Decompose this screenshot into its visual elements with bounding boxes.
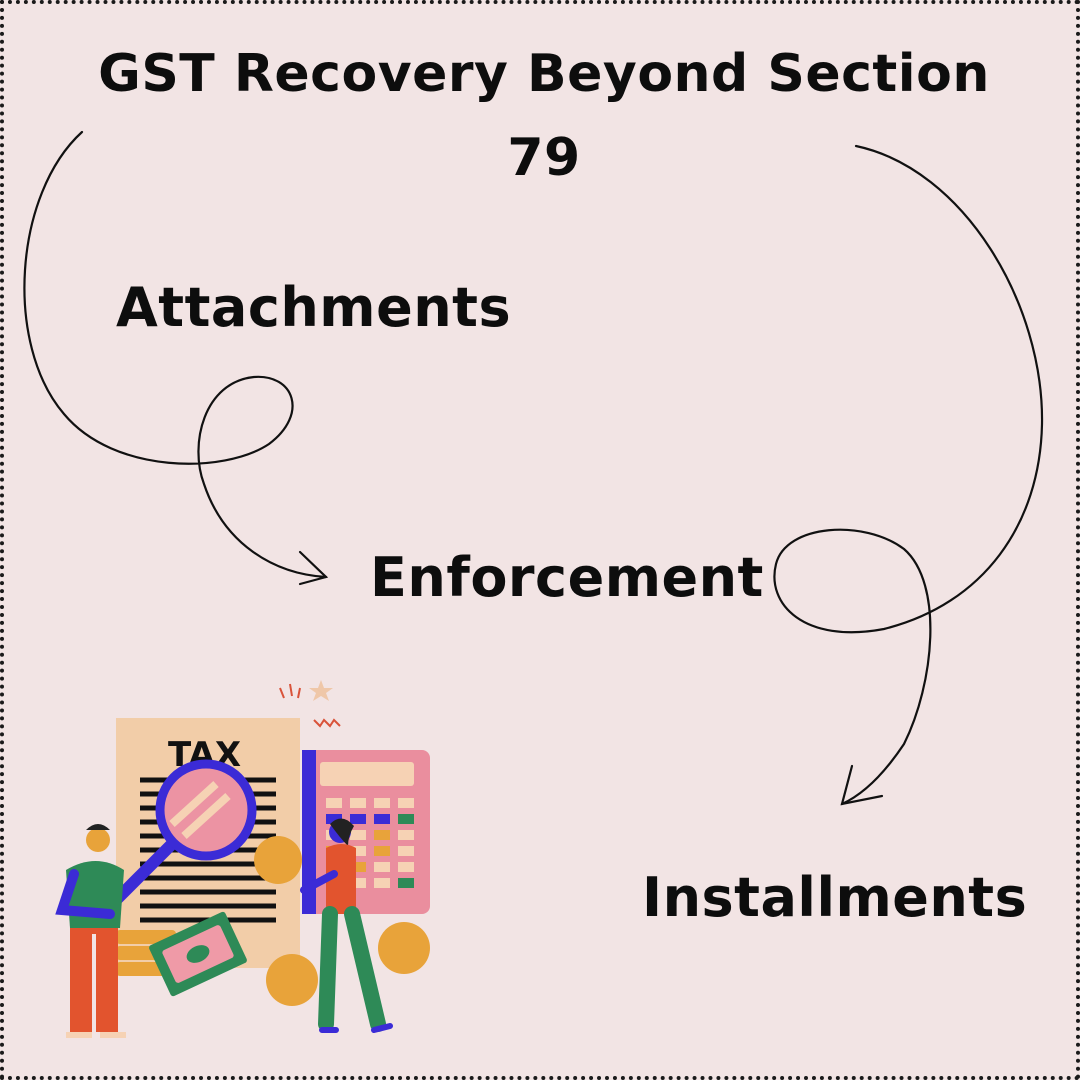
- arrow-to-enforcement: [23, 130, 328, 579]
- man-figure: [55, 824, 126, 1038]
- coin-icon: [266, 954, 318, 1006]
- label-installments: Installments: [642, 866, 1028, 929]
- coin-icon: [378, 922, 430, 974]
- sparkle-decoration: [279, 683, 341, 728]
- arrow-to-enforcement-head: [298, 550, 329, 586]
- label-attachments: Attachments: [116, 276, 512, 339]
- star-icon: [309, 680, 333, 701]
- arrow-to-installments-head: [840, 764, 884, 806]
- label-enforcement: Enforcement: [370, 546, 764, 609]
- tax-illustration: TAX: [55, 680, 430, 1038]
- page-title: GST Recovery Beyond Section 79: [98, 44, 990, 188]
- woman-figure: [300, 818, 393, 1033]
- coin-icon: [254, 836, 302, 884]
- calculator-display: [320, 762, 414, 786]
- connector-arrows: [23, 130, 1044, 806]
- magnifier-icon: [100, 759, 257, 916]
- cash-bills-icon: [149, 911, 247, 997]
- arrow-to-installments: [773, 144, 1044, 806]
